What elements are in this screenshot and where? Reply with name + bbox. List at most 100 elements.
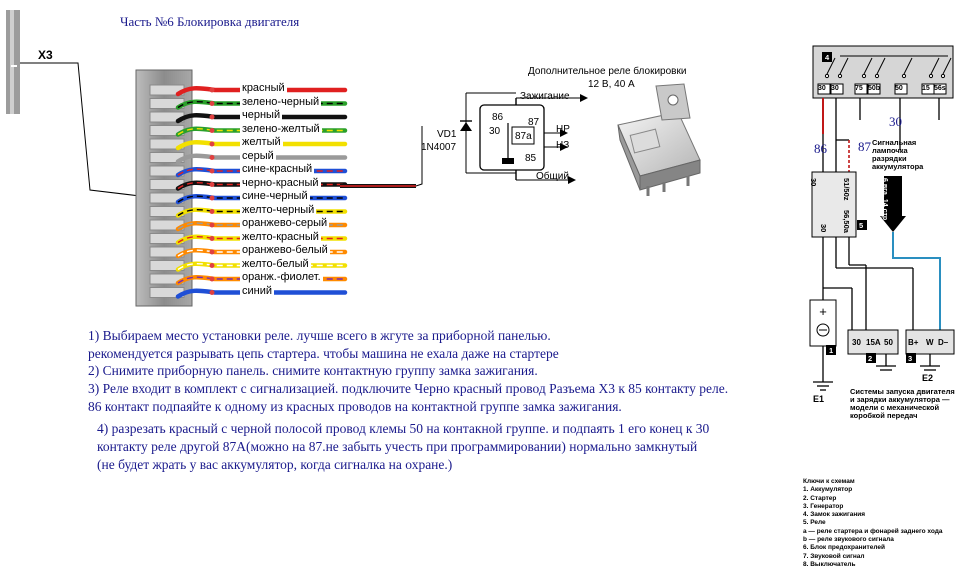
system-caption-line-4: коробкой передач <box>850 411 918 420</box>
wire-label: сине-красный <box>240 163 315 175</box>
wire <box>175 288 348 299</box>
switch-pin-box <box>817 83 831 95</box>
pin-dot <box>209 114 215 120</box>
diode-symbol <box>460 122 472 131</box>
instruction-line-7: контакту реле другой 87А(можно на 87.не … <box>97 439 698 454</box>
wire-label: синий <box>240 284 275 297</box>
wire-stripe <box>177 195 345 203</box>
pin-dot <box>209 128 215 133</box>
switch-pin-box <box>933 83 947 95</box>
wire-stripe <box>177 249 345 257</box>
relay-pin-87a: 87a <box>515 131 532 142</box>
relay-pin-87: 87 <box>528 117 540 128</box>
e1-label: E1 <box>813 394 825 404</box>
wire <box>175 153 348 164</box>
pin-dot <box>209 168 215 174</box>
starter-num: 2 <box>868 354 873 363</box>
wire-stripe <box>177 168 345 176</box>
switch-pin-box <box>854 83 868 95</box>
instruction-line-3: 2) Снимите приборную панель. снимите кон… <box>88 363 538 378</box>
relay-num: 5 <box>859 221 864 230</box>
relay-pin-label-4: 30 <box>819 224 828 233</box>
pin-dot <box>209 276 215 282</box>
wire-stripe <box>177 236 345 244</box>
keys-item: b — реле звукового сигнала <box>803 536 894 544</box>
wire-stripe <box>177 101 345 109</box>
starter-pin-50: 50 <box>884 338 893 347</box>
wire-label: желто-черный <box>240 203 317 216</box>
wire-stripe <box>177 222 345 230</box>
ignition-label: Зажигание <box>520 91 570 102</box>
pin-dot <box>209 249 215 255</box>
wire <box>175 140 348 151</box>
relay-pin-86: 86 <box>492 112 504 123</box>
switch-num: 4 <box>825 53 830 62</box>
wire-label: сине-черный <box>240 190 310 202</box>
relay-pin-label-1: 30 <box>809 178 818 187</box>
wire-label: оранжево-белый <box>240 244 330 256</box>
relay-schematic <box>460 92 588 184</box>
instruction-line-4: 3) Реле входит в комплект с сигнализацие… <box>88 381 729 396</box>
switch-pin-label: 30 <box>831 85 839 92</box>
nz-label: НЗ <box>556 140 570 151</box>
ignition-schematic: + <box>809 45 955 391</box>
keys-item: a — реле стартера и фонарей заднего хода <box>803 527 943 535</box>
starter-pin-30: 30 <box>852 338 861 347</box>
wire-label: серый <box>240 149 276 162</box>
switch-contact-point <box>824 73 830 79</box>
pin-dot <box>209 101 215 106</box>
wire <box>175 113 348 124</box>
generator-num: 3 <box>908 354 913 363</box>
connector-label: X3 <box>38 48 53 62</box>
wire-stripe <box>177 209 345 217</box>
connector-cells <box>149 84 185 298</box>
switch-contact-point <box>901 73 907 79</box>
keys-item: 6. Блок предохранителей <box>803 544 885 552</box>
battery <box>809 299 837 347</box>
wire-label: зелено-черный <box>240 95 322 108</box>
annot-86: 86 <box>814 141 827 156</box>
switch-pin-label: 75 <box>855 85 863 92</box>
svg-text:+: + <box>819 304 827 319</box>
keys-item: 2. Стартер <box>803 494 837 502</box>
lamp-caption-line-1: Сигнальная <box>872 138 917 147</box>
keys-item: 8. Выключатель <box>803 560 856 568</box>
pin-dot <box>209 87 215 93</box>
switch-contact-point <box>928 73 934 79</box>
starter-box <box>847 329 899 355</box>
switch-contact-point <box>837 73 843 79</box>
nr-label: НР <box>556 124 570 135</box>
instruction-line-2: рекомендуется разрывать цепь стартера. ч… <box>88 346 559 361</box>
pin-dot <box>209 236 215 241</box>
pin-dot <box>209 195 215 201</box>
pin-dot <box>209 209 215 214</box>
switch-pin-box <box>894 83 908 95</box>
lamp-caption-line-2: лампочка <box>872 146 908 155</box>
system-caption-line-2: и зарядки аккумулятора — <box>850 395 950 404</box>
keys-item: 4. Замок зажигания <box>803 511 866 519</box>
keys-item: 5. Реле <box>803 519 826 527</box>
wire-label: оранж.-фиолет. <box>240 271 323 283</box>
keys-item: 1. Аккумулятор <box>803 486 853 494</box>
relay-caption-line2: 12 В, 40 А <box>588 79 635 90</box>
wire-label: желто-красный <box>240 230 321 243</box>
wire-label: красный <box>240 82 287 94</box>
relay-pin-label-2: 51/50z <box>842 178 851 201</box>
wire-stripe <box>177 263 345 271</box>
pin-dot <box>209 263 215 268</box>
switch-contact-point <box>940 73 946 79</box>
diode-type: 1N4007 <box>421 142 457 153</box>
gen-pin-d: D– <box>938 338 949 347</box>
wire-group <box>175 86 348 299</box>
pin-dot <box>209 182 215 187</box>
wire-label: черный <box>240 109 283 121</box>
switch-contact <box>942 57 952 75</box>
pin-dot <box>209 141 215 147</box>
wire-label: зелено-желтый <box>240 122 322 135</box>
system-caption-line-1: Системы запуска двигателя <box>850 387 955 396</box>
switch-pin-label: 30 <box>818 85 826 92</box>
